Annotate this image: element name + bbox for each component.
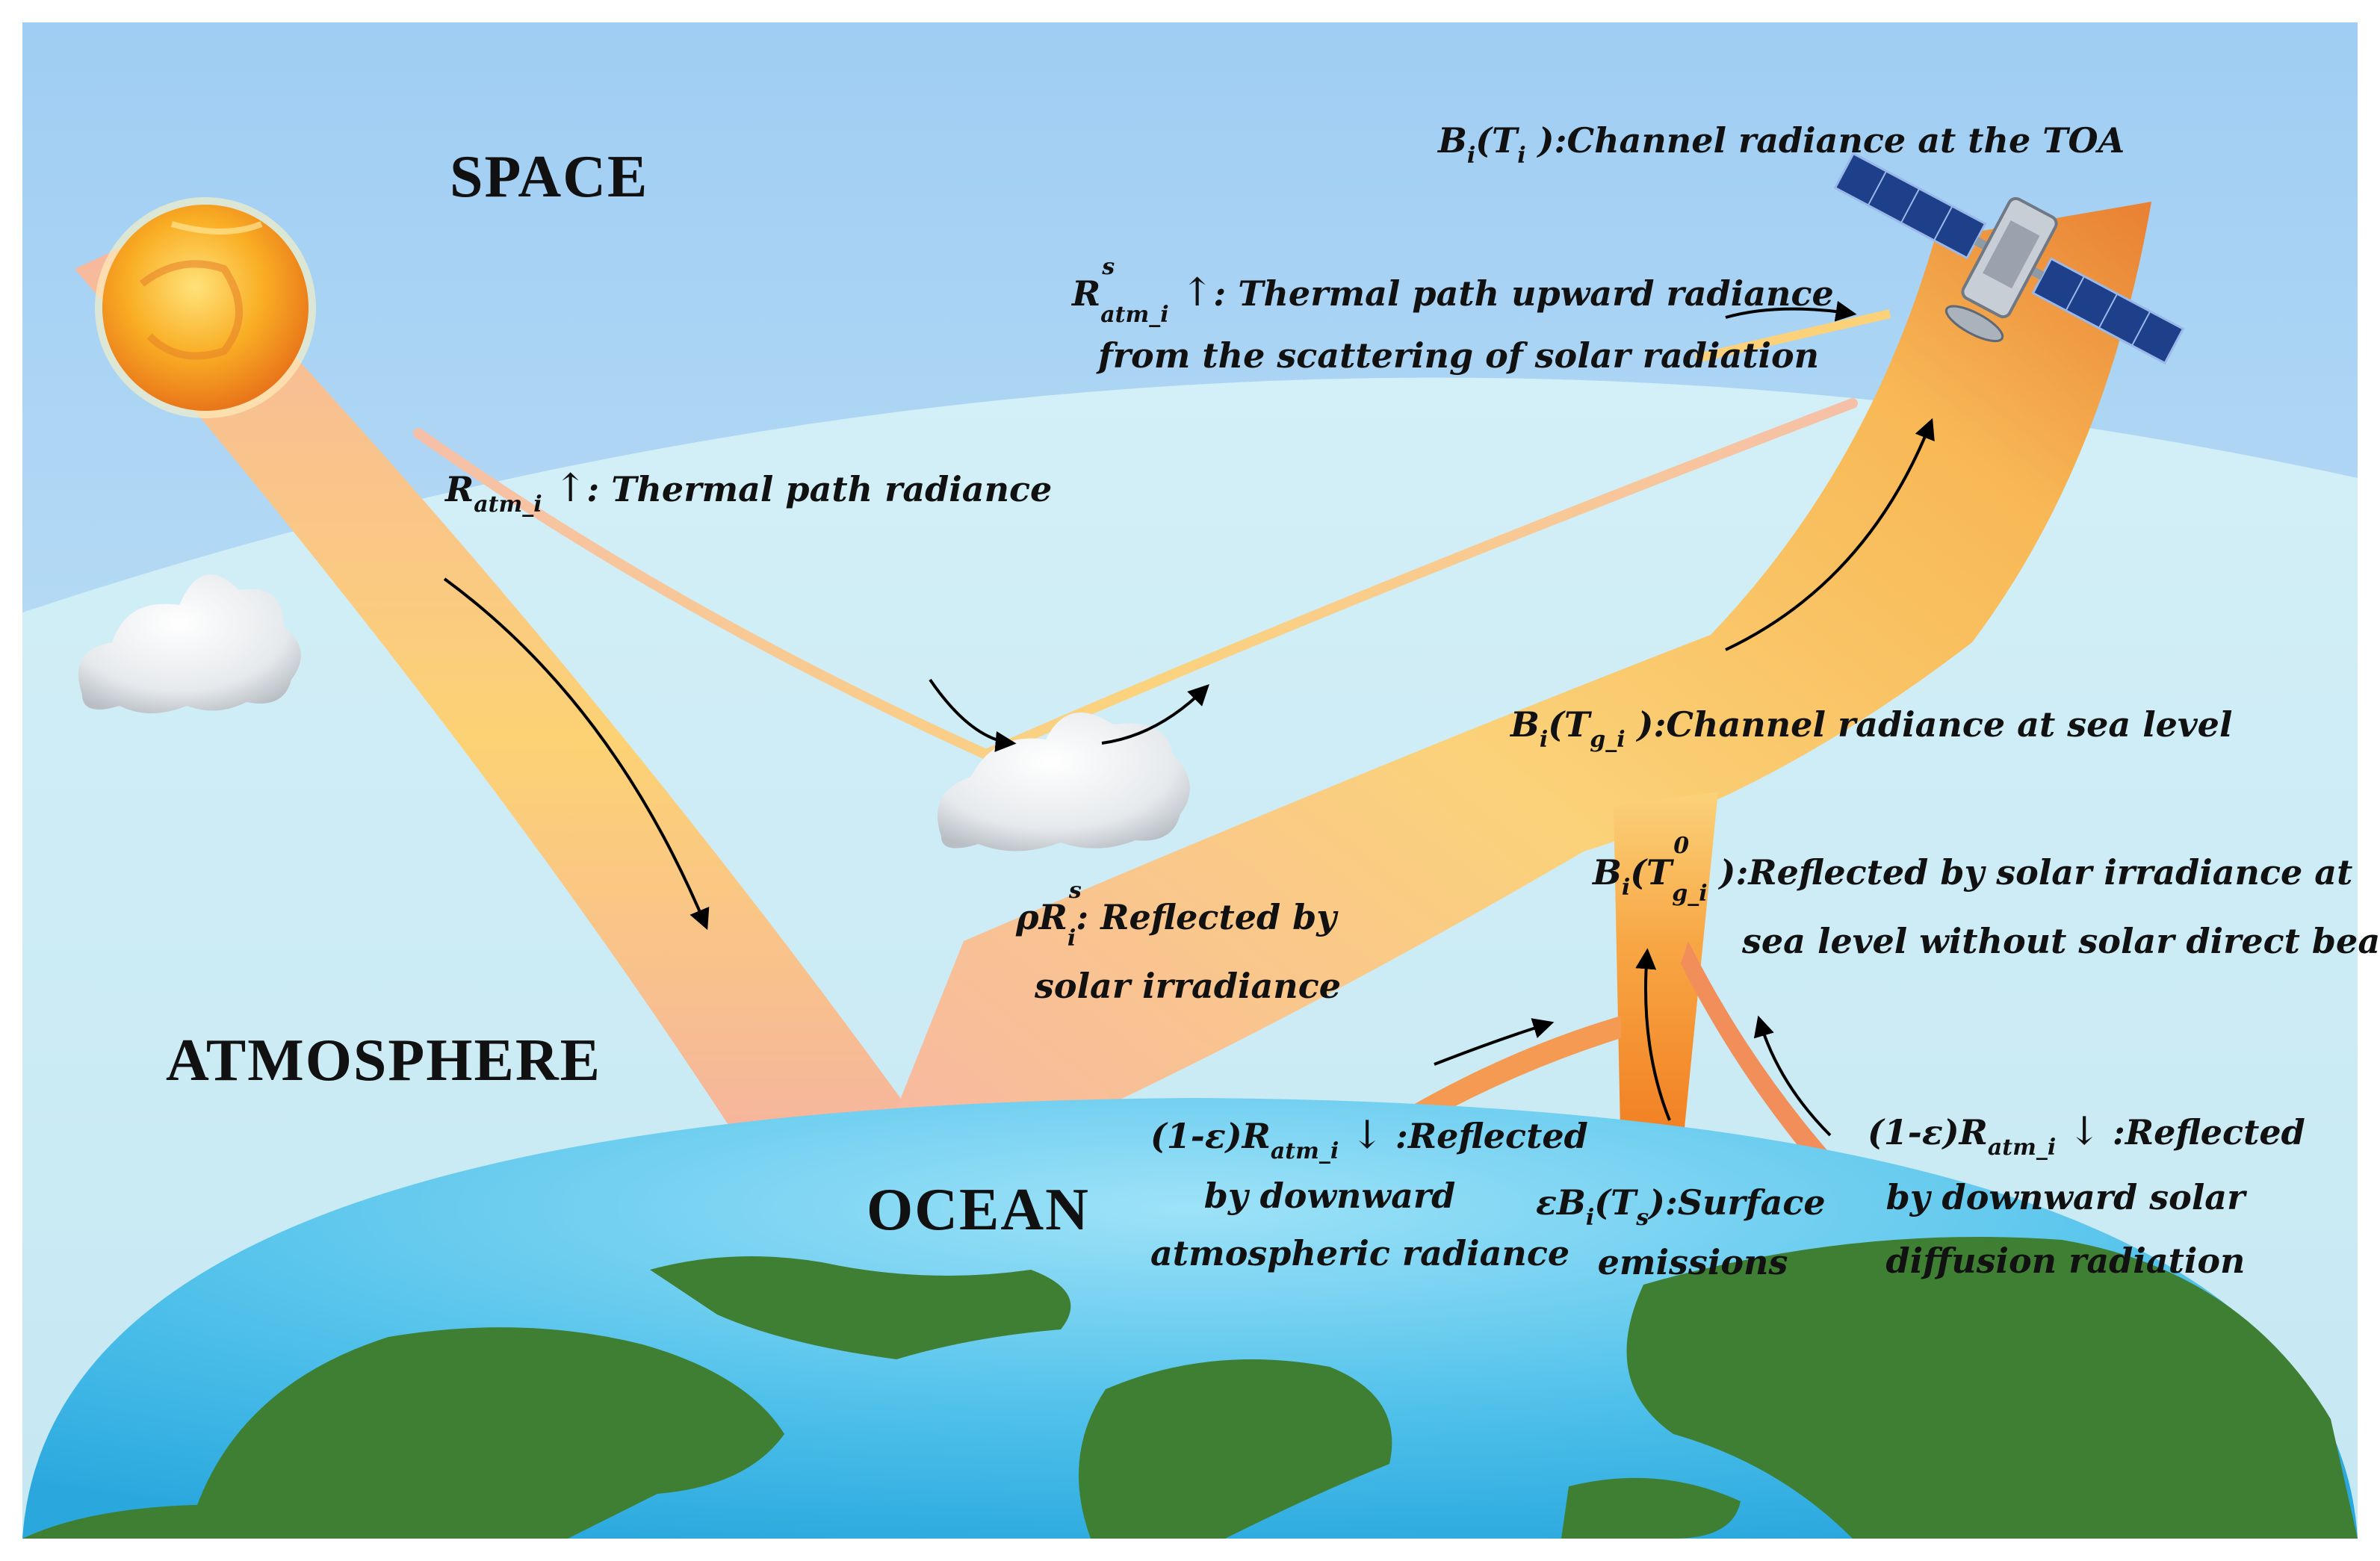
reflected-solar-label-line2: solar irradiance: [1035, 966, 1342, 1006]
land-north: [650, 1256, 1071, 1359]
arrow-from-cloud: [1101, 684, 1209, 745]
scatter-path: [413, 398, 1858, 760]
reflected-no-direct-label-line2: sea level without solar direct beam: [1742, 921, 2380, 961]
region-space-label: SPACE: [450, 144, 649, 210]
surface-emissions-label-line2: emissions: [1597, 1242, 1788, 1282]
toa-radiance-label: Bi(Ti ):Channel radiance at the TOA: [1438, 120, 2125, 169]
thermal-path-label: Ratm_i ↑: Thermal path radiance: [445, 466, 1053, 518]
region-atmosphere-label: ATMOSPHERE: [166, 1028, 602, 1093]
reflected-atm-label: (1-ε)Ratm_i ↓ :Reflected: [1150, 1113, 1588, 1164]
arrow-diffuse-reflect: [1753, 1015, 1832, 1137]
surface-emission-column: [1614, 792, 1718, 1165]
sun-icon: [95, 197, 316, 418]
land-central: [1079, 1359, 1392, 1539]
land-island: [1561, 1477, 1741, 1539]
cloud-icon: [78, 574, 301, 713]
sea-level-radiance-label: Bi(Tg_i ):Channel radiance at sea level: [1510, 704, 2233, 753]
reflected-beam: [874, 202, 2151, 1180]
land-west: [187, 1327, 784, 1539]
surface-emissions-label: εBi(Ts):Surface: [1536, 1182, 1826, 1231]
arrow-to-cloud: [929, 678, 1017, 752]
thermal-upward-label-line2: from the scattering of solar radiation: [1098, 335, 1820, 376]
arrow-incoming: [443, 577, 710, 931]
land-east: [1626, 1237, 2358, 1539]
reflected-diffuse-label-line2: by downward solar: [1885, 1177, 2246, 1217]
land-southwest: [22, 1504, 448, 1539]
reflected-atm-label-line2: by downward: [1203, 1176, 1456, 1216]
arrow-surface-up: [1635, 948, 1671, 1121]
reflected-diffuse-label: (1-ε)Ratm_i ↓ :Reflected: [1868, 1109, 2305, 1161]
region-ocean-label: OCEAN: [867, 1177, 1090, 1243]
satellite-icon: [1833, 152, 2185, 365]
reflected-atm-label-line3: atmospheric radiance: [1150, 1233, 1570, 1273]
reflected-diffuse-label-line3: diffusion radiation: [1885, 1241, 2246, 1281]
scatter-upward-path: [1694, 309, 1891, 363]
flow-arrows: [443, 300, 1935, 1137]
incoming-solar-beam: [75, 224, 949, 1165]
arrow-scatter-up: [1725, 300, 1857, 322]
arrow-atm-reflect: [1434, 1018, 1555, 1066]
arrow-to-satellite: [1725, 418, 1935, 651]
